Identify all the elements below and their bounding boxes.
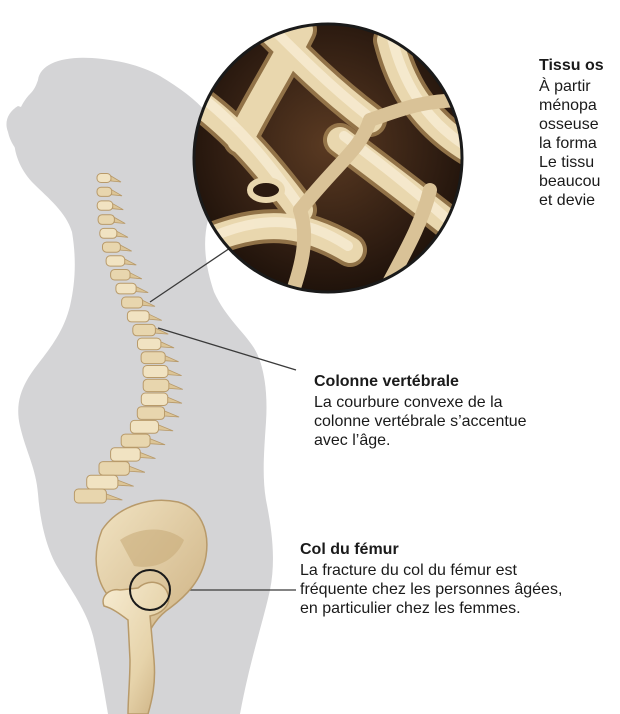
callout-hip: Col du fémur La fracture du col du fémur… [300, 540, 620, 618]
callout-bone-tissue-line: À partir [539, 77, 620, 96]
vertebra [100, 228, 117, 238]
vertebra [87, 475, 118, 489]
face-profile [6, 106, 34, 158]
callout-bone-tissue-title: Tissu os [539, 56, 620, 76]
vertebra [130, 420, 158, 433]
vertebra [103, 242, 121, 252]
callout-hip-line: en particulier chez les femmes. [300, 599, 620, 618]
vertebra [127, 311, 149, 322]
vertebra [74, 489, 106, 503]
callout-bone-tissue-line: et devie [539, 191, 620, 210]
callout-bone-tissue-line: la forma [539, 134, 620, 153]
callout-spine-line: avec l’âge. [314, 431, 614, 450]
callout-hip-title: Col du fémur [300, 540, 620, 560]
callout-spine-title: Colonne vertébrale [314, 372, 614, 392]
vertebra [141, 393, 168, 406]
vertebra [97, 201, 113, 210]
vertebra [137, 407, 164, 420]
callout-hip-line: fréquente chez les personnes âgées, [300, 580, 620, 599]
vertebra [138, 338, 161, 350]
vertebra [133, 324, 156, 335]
vertebra [97, 174, 111, 183]
vertebra [99, 462, 129, 476]
vertebra [122, 297, 143, 308]
callout-bone-tissue-line: beaucou [539, 172, 620, 191]
vertebra [111, 448, 141, 461]
vertebra [143, 366, 168, 378]
callout-hip-line: La fracture du col du fémur est [300, 561, 620, 580]
callout-bone-tissue-line: osseuse [539, 115, 620, 134]
vertebra [141, 352, 165, 364]
vertebra [111, 270, 131, 281]
vertebra [98, 215, 114, 225]
callout-bone-tissue-line: ménopa [539, 96, 620, 115]
vertebra [97, 187, 112, 196]
vertebra [116, 283, 136, 294]
callout-spine: Colonne vertébrale La courbure convexe d… [314, 372, 614, 450]
vertebra [106, 256, 125, 266]
callout-bone-tissue-line: Le tissu [539, 153, 620, 172]
callout-spine-line: colonne vertébrale s’accentue [314, 412, 614, 431]
vertebra [121, 434, 150, 447]
vertebra [143, 379, 169, 391]
bone-tissue-magnified [180, 18, 470, 300]
callout-bone-tissue: Tissu os À partir ménopa osseuse la form… [539, 56, 620, 286]
callout-spine-line: La courbure convexe de la [314, 393, 614, 412]
